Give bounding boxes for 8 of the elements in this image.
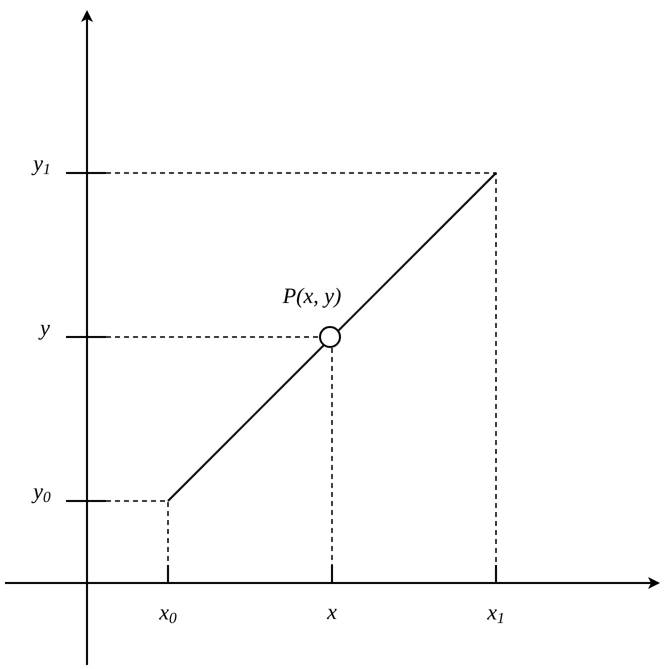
axis-label: x$_{0}$ (159, 601, 177, 627)
axis-label: y$_{1}$ (33, 152, 51, 178)
axis-label: y$_{0}$ (33, 480, 51, 506)
interpolated-point (319, 326, 341, 348)
axis-label: x$_{1}$ (487, 601, 505, 627)
point-label: P(x, y) (282, 285, 342, 307)
axis-label: y (40, 317, 50, 339)
axis-label: x (327, 601, 337, 623)
